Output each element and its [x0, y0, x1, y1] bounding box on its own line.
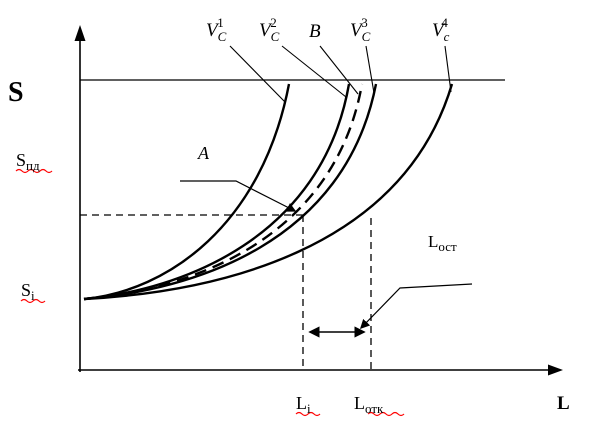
vc3-sub: C: [362, 29, 371, 44]
vc4-sub: c: [444, 29, 450, 44]
curve-vc1: [83, 83, 291, 301]
spd-sub: пд: [26, 158, 40, 173]
vc3-leader-line: [365, 45, 375, 94]
y-axis-arrow-icon: [74, 25, 86, 41]
curve-vc4: [83, 83, 454, 301]
x-axis-arrow-icon: [548, 364, 563, 376]
vc1-base: V: [206, 20, 220, 41]
si-squiggle-underline: [20, 298, 46, 304]
vc2-sub: C: [271, 29, 280, 44]
si-label: Si: [21, 280, 35, 303]
vc1-sub: C: [218, 29, 227, 44]
lotk-sub: отк: [365, 401, 384, 416]
li-label: Li: [296, 393, 311, 416]
li-sub: i: [307, 401, 311, 416]
vc3-label: VC3: [350, 15, 371, 44]
point-a-pointer-arrow: [180, 180, 297, 212]
vc4-sup: 4: [441, 15, 448, 30]
lost-pointer-arrow: [359, 283, 473, 330]
vc1-label: VC1: [206, 15, 227, 44]
b-label: B: [309, 21, 321, 42]
lotk-squiggle-underline: [367, 411, 405, 417]
spd-label: Sпд: [16, 150, 40, 173]
si-base: S: [21, 280, 31, 300]
vc1-leader-line: [229, 45, 286, 103]
point-a-label: A: [197, 143, 210, 163]
curve-vc3: [83, 83, 378, 301]
b-leader-line: [319, 45, 359, 95]
si-sub: i: [31, 288, 35, 303]
li-base: L: [296, 393, 307, 413]
spd-squiggle-underline: [15, 168, 53, 174]
vc4-leader-line: [444, 45, 452, 93]
lost-label: Lост: [428, 232, 457, 254]
spd-base: S: [16, 150, 26, 170]
vc2-label: VC2: [259, 15, 280, 44]
li-squiggle-underline: [295, 411, 321, 417]
vc3-base: V: [350, 20, 364, 41]
vc4-label: Vc4: [432, 15, 450, 44]
vc2-base: V: [259, 20, 273, 41]
y-axis-title: S: [8, 77, 24, 108]
vc2-sup: 2: [270, 15, 277, 30]
lotk-base: L: [354, 393, 365, 413]
lost-sub: ост: [438, 239, 457, 254]
lotk-label: Lотк: [354, 393, 384, 416]
vc1-sup: 1: [217, 15, 224, 30]
vc2-leader-line: [281, 45, 347, 98]
vc4-base: V: [432, 20, 446, 41]
lost-base: L: [428, 232, 438, 251]
x-axis-title: L: [557, 393, 570, 414]
vc3-sup: 3: [361, 15, 368, 30]
